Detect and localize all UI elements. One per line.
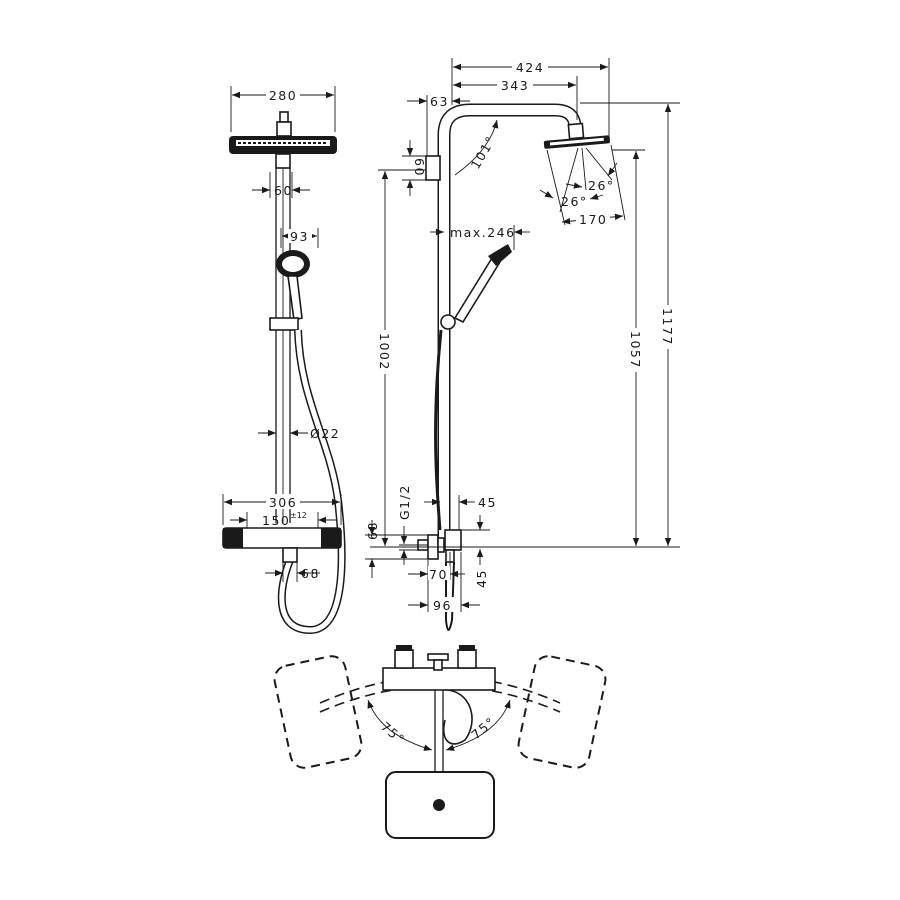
side-view: 424 343 63 60 101° 26° 26° 170 max — [365, 58, 680, 631]
wall-bracket — [425, 155, 441, 181]
dim-thermostat-depth: 96 — [433, 598, 452, 613]
swivel-position-left — [273, 655, 363, 769]
swivel-position-right — [517, 655, 607, 769]
dim-head-width: 280 — [269, 88, 297, 103]
dim-head-tilt-b: 26° — [561, 194, 588, 209]
dim-arm-angle: 101° — [468, 133, 499, 172]
dim-bracket-width: 60 — [274, 183, 293, 198]
thermostat-front — [222, 527, 342, 563]
dim-thermostat-width: 306 — [269, 495, 297, 510]
dim-wall-distance: 70 — [429, 567, 448, 582]
dim-arm-reach: 424 — [516, 60, 544, 75]
dim-overall-height: 1177 — [660, 308, 675, 346]
dim-wall-offset: 63 — [430, 94, 449, 109]
dim-bracket-height-total: 1002 — [377, 333, 392, 371]
dim-outlet-offset-front: 68 — [301, 566, 320, 581]
dim-hose-diameter: Ø22 — [310, 426, 340, 441]
thermostat-top — [382, 645, 496, 691]
dim-inlet-tolerance: ±12 — [290, 511, 307, 520]
dim-thermostat-height: 68 — [365, 521, 380, 540]
dim-bracket-height: 60 — [412, 158, 427, 177]
dim-outlet-offset-side: 45 — [474, 569, 489, 588]
dim-handshower-width: 93 — [290, 229, 309, 244]
slider-front — [269, 317, 299, 331]
dim-head-height: 1057 — [628, 331, 643, 369]
dim-arm-head-center: 343 — [501, 78, 529, 93]
dim-handshower-reach: max.246 — [450, 225, 516, 240]
dim-riser-offset: 45 — [478, 495, 497, 510]
top-view: 75° 75° — [273, 645, 607, 839]
front-view: 280 60 93 Ø22 306 150 ±12 68 — [222, 86, 346, 635]
dim-head-diameter: 170 — [579, 212, 607, 227]
hand-shower-top — [443, 689, 473, 745]
slider-side — [440, 314, 456, 330]
overhead-shower-front — [229, 111, 337, 154]
dim-inlet-spacing: 150 — [262, 513, 290, 528]
hand-shower-side — [453, 244, 512, 324]
dim-thread: G1/2 — [397, 484, 412, 520]
overhead-shower-side — [543, 122, 610, 149]
hand-shower-front — [276, 250, 310, 321]
dim-head-tilt-a: 26° — [588, 178, 615, 193]
